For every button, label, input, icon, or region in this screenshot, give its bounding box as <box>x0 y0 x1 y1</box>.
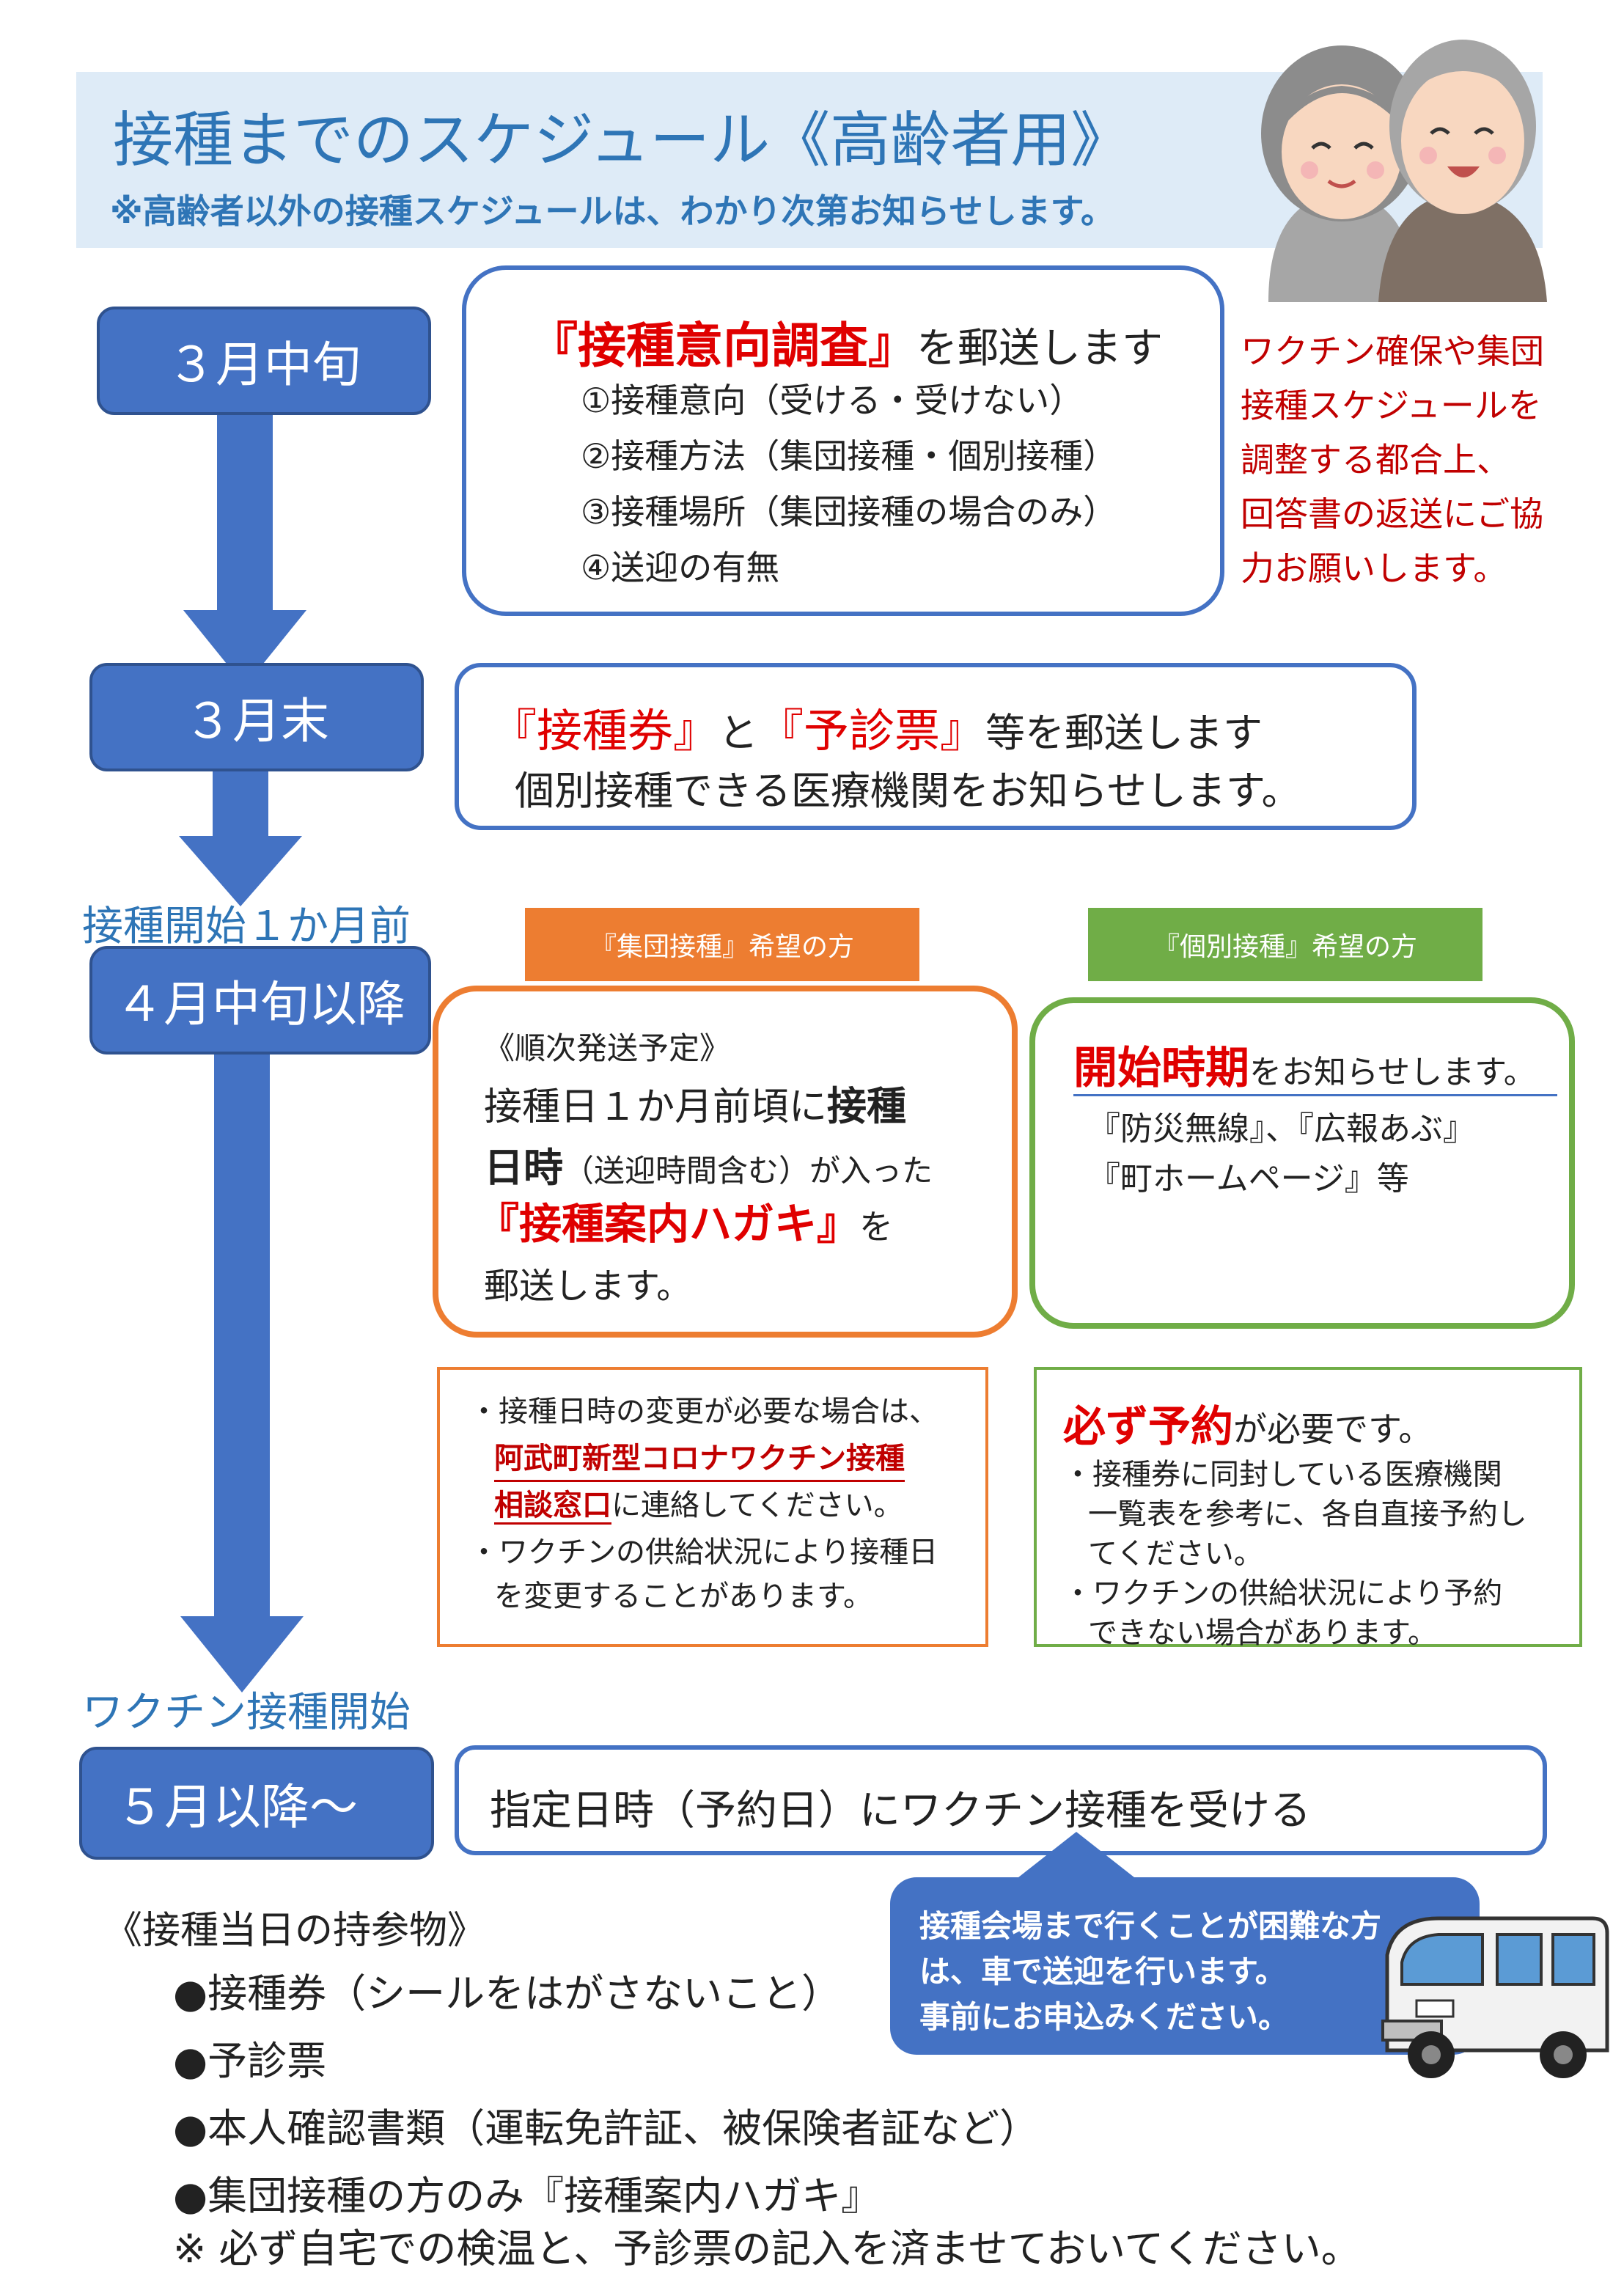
note-line: 調整する都合上、 <box>1241 440 1510 480</box>
step-pre-label-vaccination-start: ワクチン接種開始 <box>82 1689 411 1736</box>
belongings-note: ※ 必ず自宅での検温と、予診票の記入を済ませておいてください。 <box>173 2226 1361 2272</box>
group-note-box: ・接種日時の変更が必要な場合は、 阿武町新型コロナワクチン接種 相談窓口に連絡し… <box>437 1367 988 1647</box>
callout-line: 接種会場まで行くことが困難な方 <box>919 1908 1382 1944</box>
individual-line2: 『防災無線』、『広報あぶ』 <box>1088 1110 1475 1148</box>
callout-pointer <box>1015 1832 1138 1880</box>
note-line: 接種スケジュールを <box>1241 386 1542 425</box>
belongings-title: 《接種当日の持参物》 <box>104 1909 486 1953</box>
belonging-item: ●本人確認書類（運転免許証、被保険者証など） <box>173 2105 1040 2152</box>
individual-line1a: 開始時期 <box>1073 1043 1249 1094</box>
survey-item: ③接種場所（集団接種の場合のみ） <box>581 492 1117 532</box>
transport-callout: 接種会場まで行くことが困難な方 は、車で送迎を行います。 事前にお申込みください… <box>890 1877 1480 2055</box>
return-request-note: ワクチン確保や集団 接種スケジュールを 調整する都合上、 回答書の返送にご協 力… <box>1241 324 1578 595</box>
elderly-couple-illustration <box>1261 40 1547 302</box>
group-note-line5: を変更することがあります。 <box>494 1580 872 1613</box>
group-line3a: 日時 <box>484 1145 563 1191</box>
individual-note-line1: ・接種券に同封している医療機関 <box>1063 1458 1502 1492</box>
individual-note-line5: できない場合があります。 <box>1088 1616 1437 1650</box>
group-box: 《順次発送予定》 接種日１か月前頃に接種 日時（送迎時間含む）が入った 『接種案… <box>433 986 1018 1338</box>
arrow-3-shaft <box>214 1055 270 1619</box>
belonging-item: ●接種券（シールをはがさないこと） <box>173 1970 842 2017</box>
individual-line3: 『町ホームページ』等 <box>1088 1160 1409 1197</box>
callout-line: 事前にお申込みください。 <box>919 1999 1290 2035</box>
ticket-name: 『接種券』 <box>491 704 719 758</box>
page-subtitle: ※高齢者以外の接種スケジュールは、わかり次第お知らせします。 <box>110 191 1114 231</box>
group-line2b: 接種 <box>827 1083 907 1129</box>
ticket-box: 『接種券』と『予診票』等を郵送します 個別接種できる医療機関をお知らせします。 <box>455 663 1417 830</box>
arrow-3-head <box>180 1616 304 1692</box>
reservation-required: 必ず予約 <box>1063 1401 1234 1451</box>
arrow-2-shaft <box>213 771 268 839</box>
individual-divider <box>1073 1094 1557 1096</box>
note-line: ワクチン確保や集団 <box>1241 331 1544 371</box>
ticket-rest: 等を郵送します <box>985 710 1263 756</box>
arrow-2-head <box>179 836 302 906</box>
individual-note-line2: 一覧表を参考に、各自直接予約し <box>1088 1497 1527 1531</box>
individual-note-line4: ・ワクチンの供給状況により予約 <box>1063 1577 1503 1610</box>
step-may-onward: ５月以降～ <box>79 1747 434 1860</box>
belonging-item: ●予診票 <box>173 2038 327 2084</box>
group-vaccination-tab: 『集団接種』希望の方 <box>525 908 919 981</box>
note-line: 力お願いします。 <box>1241 549 1507 588</box>
group-line1: 《順次発送予定》 <box>484 1030 731 1066</box>
step-pre-label-month-before: 接種開始１か月前 <box>82 903 411 950</box>
final-box: 指定日時（予約日）にワクチン接種を受ける <box>455 1745 1547 1855</box>
survey-item: ④送迎の有無 <box>581 548 780 587</box>
step-march-end: ３月末 <box>89 663 424 771</box>
survey-box: 『接種意向調査』を郵送します ①接種意向（受ける・受けない） ②接種方法（集団接… <box>462 265 1224 616</box>
ticket-line2: 個別接種できる医療機関をお知らせします。 <box>515 768 1301 814</box>
individual-box: 開始時期をお知らせします。 『防災無線』、『広報あぶ』 『町ホームページ』等 <box>1029 997 1575 1329</box>
group-line5: 郵送します。 <box>484 1266 692 1307</box>
group-line4a: 『接種案内ハガキ』 <box>477 1199 860 1249</box>
survey-title-rest: を郵送します <box>916 325 1163 373</box>
van-icon <box>1381 1916 1609 2078</box>
note-line: 回答書の返送にご協 <box>1241 494 1544 534</box>
arrow-1-shaft <box>217 415 273 613</box>
ticket-and: と <box>719 710 759 756</box>
belonging-item: ●集団接種の方のみ『接種案内ハガキ』 <box>173 2173 881 2219</box>
step-april-mid: ４月中旬以降 <box>89 946 431 1055</box>
individual-note-head-rest: が必要です。 <box>1233 1409 1433 1449</box>
individual-note-line3: てください。 <box>1088 1537 1263 1571</box>
group-line4b: を <box>859 1207 894 1247</box>
consultation-desk-name: 阿武町新型コロナワクチン接種 <box>494 1437 905 1482</box>
consultation-desk-label: 相談窓口 <box>494 1489 611 1525</box>
page-title: 接種までのスケジュール《高齢者用》 <box>113 106 1131 175</box>
group-note-line3b: に連絡してください。 <box>611 1489 903 1522</box>
group-note-line1: ・接種日時の変更が必要な場合は、 <box>469 1395 938 1428</box>
final-text: 指定日時（予約日）にワクチン接種を受ける <box>490 1787 1311 1835</box>
group-line3b: （送迎時間含む）が入った <box>563 1153 933 1189</box>
survey-item: ②接種方法（集団接種・個別接種） <box>581 436 1117 476</box>
survey-title: 『接種意向調査』 <box>529 318 916 374</box>
step-march-mid: ３月中旬 <box>97 307 431 415</box>
survey-item: ①接種意向（受ける・受けない） <box>581 381 1084 420</box>
individual-note-box: 必ず予約が必要です。 ・接種券に同封している医療機関 一覧表を参考に、各自直接予… <box>1034 1367 1582 1650</box>
group-line2a: 接種日１か月前頃に <box>484 1085 828 1129</box>
group-note-line4: ・ワクチンの供給状況により接種日 <box>469 1536 938 1569</box>
questionnaire-name: 『予診票』 <box>758 704 986 758</box>
individual-vaccination-tab: 『個別接種』希望の方 <box>1088 908 1482 981</box>
individual-line1b: をお知らせします。 <box>1249 1054 1536 1091</box>
callout-line: は、車で送迎を行います。 <box>919 1954 1286 1989</box>
